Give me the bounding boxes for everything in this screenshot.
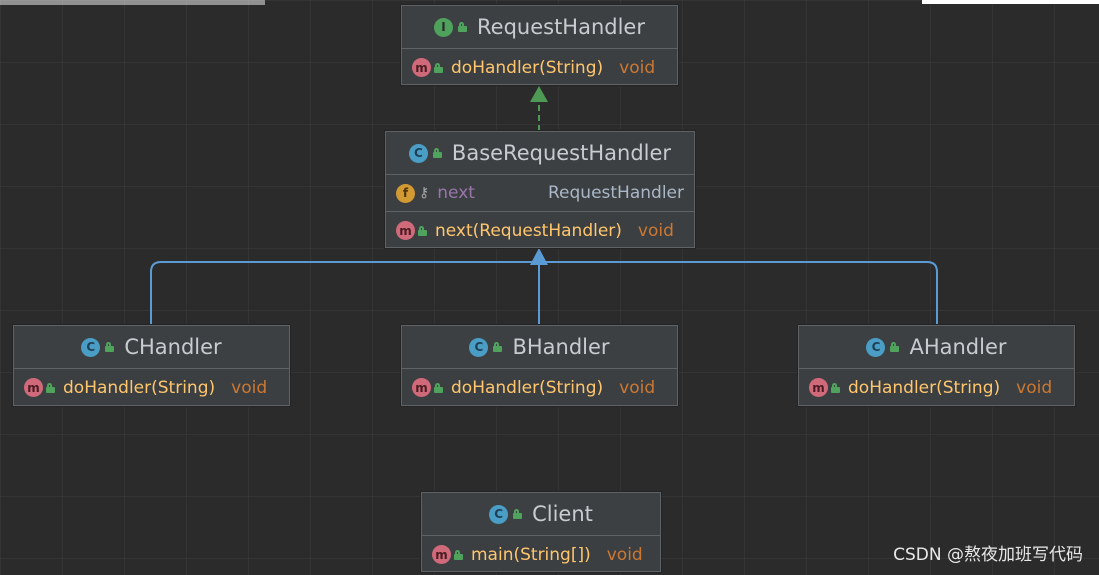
implements-arrowhead	[530, 86, 548, 102]
lock-icon	[46, 382, 55, 393]
node-title: C CHandler	[14, 326, 289, 369]
request-handler-node[interactable]: I RequestHandler m doHandler(String) voi…	[401, 5, 678, 85]
interface-badge-icon: I	[434, 17, 453, 37]
base-request-handler-node[interactable]: C BaseRequestHandler f ⚷ next RequestHan…	[385, 131, 695, 248]
class-name: Client	[532, 502, 593, 526]
method-row[interactable]: m doHandler(String) void	[402, 369, 677, 406]
method-name: doHandler(String)	[63, 377, 216, 398]
node-title: C BaseRequestHandler	[386, 132, 694, 175]
method-row[interactable]: m doHandler(String) void	[14, 369, 289, 406]
method-badge-icon: m	[432, 545, 451, 564]
lock-icon	[458, 22, 467, 32]
method-name: doHandler(String)	[848, 377, 1001, 398]
field-row[interactable]: f ⚷ next RequestHandler	[386, 175, 694, 212]
class-badge-icon: C	[469, 337, 489, 357]
node-title: C BHandler	[402, 326, 677, 369]
node-title: I RequestHandler	[402, 6, 677, 49]
return-type: void	[637, 220, 674, 241]
extends-arrowhead	[530, 248, 548, 265]
runnable-class-badge-icon: C	[489, 504, 509, 524]
lock-icon	[105, 342, 115, 352]
top-strip	[0, 0, 265, 5]
class-name: BaseRequestHandler	[451, 141, 672, 165]
method-badge-icon: m	[809, 378, 828, 397]
return-type: void	[1016, 377, 1053, 398]
top-right-strip	[922, 0, 1099, 4]
lock-icon	[831, 382, 840, 393]
return-type: void	[619, 377, 656, 398]
lock-icon	[434, 382, 443, 393]
a-handler-node[interactable]: C AHandler m doHandler(String) void	[798, 325, 1075, 406]
extends-edge-a	[539, 261, 938, 325]
lock-icon	[890, 342, 900, 352]
class-name: AHandler	[909, 335, 1007, 359]
method-badge-icon: m	[24, 378, 43, 397]
c-handler-node[interactable]: C CHandler m doHandler(String) void	[13, 325, 290, 406]
class-name: RequestHandler	[477, 15, 645, 39]
class-badge-icon: C	[866, 337, 886, 357]
lock-icon	[493, 342, 503, 352]
method-name: main(String[])	[471, 544, 591, 565]
class-badge-icon: C	[81, 337, 101, 357]
return-type: void	[231, 377, 268, 398]
method-name: doHandler(String)	[451, 57, 604, 78]
method-name: doHandler(String)	[451, 377, 604, 398]
class-name: BHandler	[512, 335, 610, 359]
method-name: next(RequestHandler)	[435, 220, 622, 241]
method-row[interactable]: m doHandler(String) void	[402, 49, 677, 86]
method-badge-icon: m	[412, 378, 431, 397]
return-type: void	[606, 544, 643, 565]
field-badge-icon: f	[396, 183, 415, 203]
abstract-class-badge-icon: C	[408, 143, 428, 163]
node-title: C Client	[422, 493, 660, 536]
lock-icon	[432, 148, 442, 158]
lock-icon	[454, 549, 463, 560]
method-badge-icon: m	[412, 58, 431, 77]
method-row[interactable]: m doHandler(String) void	[799, 369, 1074, 406]
return-type: void	[619, 57, 656, 78]
class-name: CHandler	[124, 335, 222, 359]
b-handler-node[interactable]: C BHandler m doHandler(String) void	[401, 325, 678, 406]
lock-icon	[434, 62, 443, 73]
field-type: RequestHandler	[548, 183, 684, 203]
node-title: C AHandler	[799, 326, 1074, 369]
method-row[interactable]: m main(String[]) void	[422, 536, 660, 573]
lock-icon	[418, 225, 427, 236]
client-node[interactable]: C Client m main(String[]) void	[421, 492, 661, 572]
lock-icon	[513, 509, 523, 519]
key-icon: ⚷	[419, 185, 430, 201]
extends-edge-c	[150, 261, 539, 325]
field-name: next	[437, 183, 475, 203]
method-row[interactable]: m next(RequestHandler) void	[386, 212, 694, 249]
watermark: CSDN @熬夜加班写代码	[893, 545, 1083, 565]
method-badge-icon: m	[396, 221, 415, 240]
